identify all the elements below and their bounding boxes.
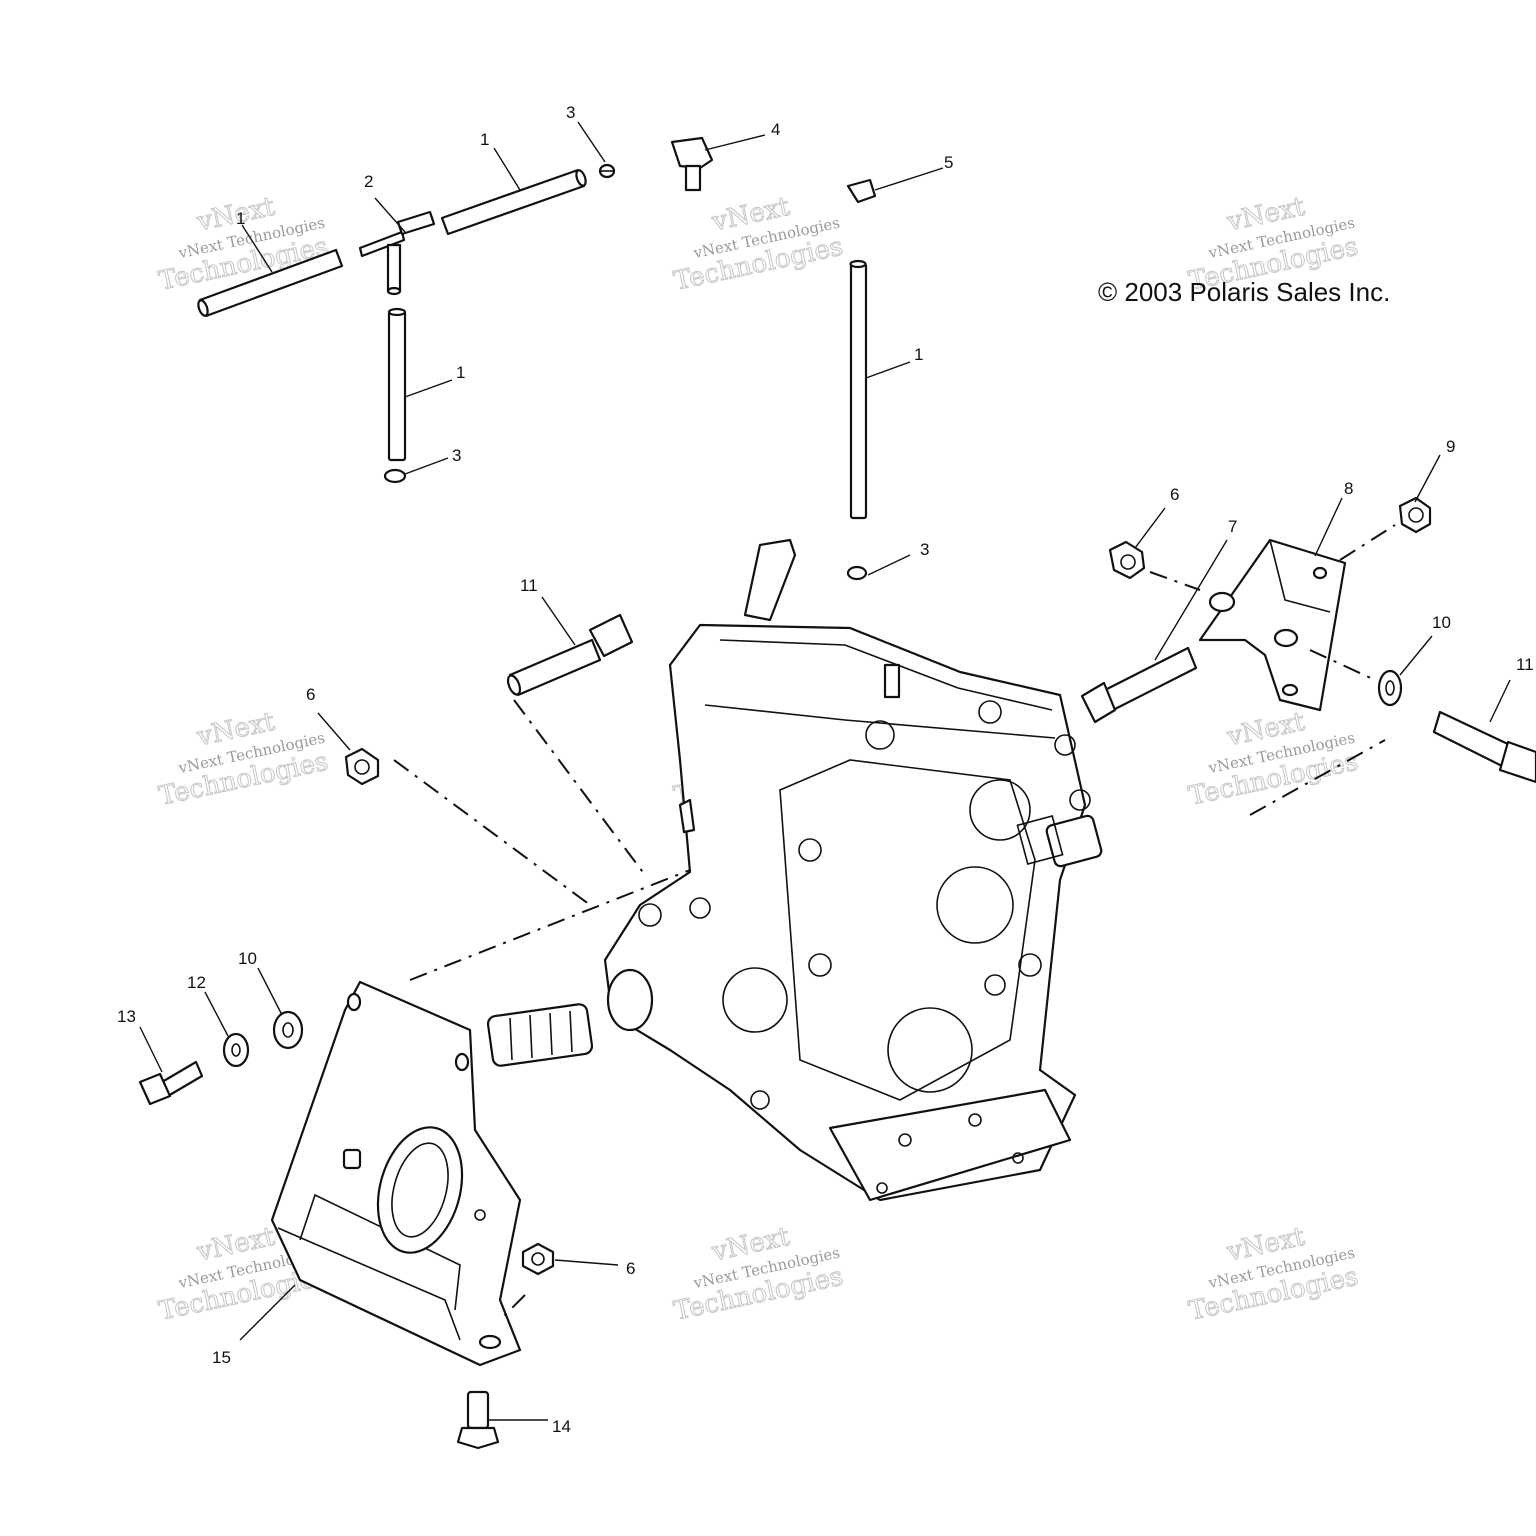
callout-13-cap-screw: 13 (117, 1007, 136, 1026)
hose-end-cap (846, 178, 877, 204)
watermark-top-center: vNext vNext Technologies Technologies (671, 191, 847, 297)
callout-3-clamp-top: 3 (566, 103, 575, 122)
hose-clamp-mid (383, 468, 407, 484)
flange-nut-left (344, 747, 380, 786)
watermark-bottom-center: vNext vNext Technologies Technologies (671, 1221, 847, 1327)
hose-clamp-top (598, 163, 616, 179)
tee-fitting (358, 210, 436, 296)
watermark-mid-left: vNext vNext Technologies Technologies (156, 706, 332, 812)
callout-10-washer-left: 10 (238, 949, 257, 968)
callout-1-hose-vertical-left: 1 (456, 363, 465, 382)
callout-labels: 1 1 1 1 2 3 3 3 4 5 6 6 6 7 8 9 10 10 11… (117, 103, 1534, 1436)
callout-6-nut-left: 6 (306, 685, 315, 704)
mounting-bolt-right-long (1080, 646, 1198, 724)
flange-nut-lower (521, 1242, 555, 1276)
watermark-bottom-right: vNext vNext Technologies Technologies (1186, 1221, 1362, 1327)
leader-lines (139, 121, 1511, 1421)
callout-2-tee-fitting: 2 (364, 172, 373, 191)
mounting-bracket-right (1198, 538, 1347, 712)
assembly-lines (393, 524, 1396, 1321)
callout-3-clamp-lower: 3 (920, 540, 929, 559)
vent-hose-vertical-right (849, 259, 868, 520)
watermark-mid-right: vNext vNext Technologies Technologies (1186, 706, 1362, 812)
callout-5-end-cap: 5 (944, 153, 953, 172)
callout-3-clamp-mid: 3 (452, 446, 461, 465)
callout-11-bolt-left: 11 (520, 576, 538, 595)
flange-nut-right-a (1108, 540, 1146, 580)
callout-8-bracket-right: 8 (1344, 479, 1353, 498)
callout-15-bracket-left: 15 (212, 1348, 231, 1367)
callout-9-nut-far-right: 9 (1446, 437, 1455, 456)
callout-7-bolt-right: 7 (1228, 517, 1237, 536)
hose-clamp-lower (846, 565, 868, 581)
callout-14-flange-bolt: 14 (552, 1417, 571, 1436)
callout-1-hose-vertical-right: 1 (914, 345, 923, 364)
washer-left-large (272, 1010, 304, 1050)
cap-screw-left (138, 1060, 204, 1106)
flange-nut-right-b (1398, 496, 1432, 534)
mounting-bolt-far-right (1432, 710, 1536, 784)
mounting-bracket-left (270, 980, 522, 1367)
callout-6-nut-lower: 6 (626, 1259, 635, 1278)
vent-hose-upper (440, 168, 587, 236)
washer-right (1377, 669, 1403, 707)
washer-left-small (222, 1032, 250, 1068)
mounting-bolt-left-long (506, 613, 634, 697)
copyright-notice: © 2003 Polaris Sales Inc. (1098, 277, 1390, 307)
vent-hose-left (197, 248, 344, 318)
hose-retainer-clip (670, 136, 714, 192)
vent-hose-vertical-left (387, 307, 407, 462)
flange-bolt-lower (456, 1390, 500, 1450)
callout-1-hose-upper: 1 (480, 130, 489, 149)
callout-4-retainer-clip: 4 (771, 120, 780, 139)
callout-12-washer-small: 12 (187, 973, 206, 992)
callout-10-washer-right: 10 (1432, 613, 1451, 632)
callout-11-bolt-far-right: 11 (1516, 655, 1534, 674)
gearcase-assembly (486, 538, 1103, 1202)
callout-6-nut-right: 6 (1170, 485, 1179, 504)
callout-1-hose-left: 1 (236, 209, 245, 228)
